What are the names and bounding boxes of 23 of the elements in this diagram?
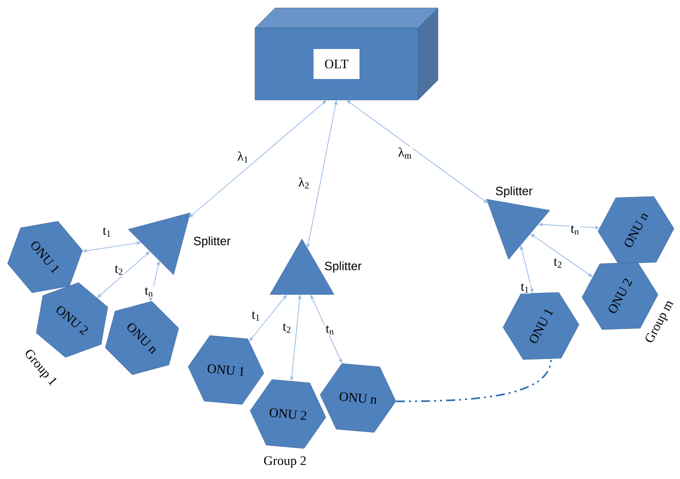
edge-label: t$_{2}$ [552, 257, 564, 269]
edge-label: t$_{1}$ [520, 282, 530, 294]
onu-hexagon: ONU n [320, 363, 396, 433]
edge-label: λ$_{2}$ [297, 176, 311, 190]
edge-label: λ$_{m}$ [397, 146, 413, 160]
edge-label: t$_{n}$ [570, 224, 580, 236]
onu-hexagon: ONU 1 [502, 292, 580, 360]
onu-hexagon: ONU 2 [36, 282, 108, 358]
edge-label: t$_{2}$ [282, 322, 292, 334]
splitter-label: Splitter [194, 236, 230, 248]
onu-hexagon: ONU n [598, 196, 674, 264]
onu-hexagon: ONU 2 [250, 379, 326, 449]
onu-hexagon: ONU 1 [188, 335, 264, 405]
edge-label: t$_{n}$ [324, 324, 336, 336]
edge-label: t$_{2}$ [114, 264, 124, 276]
group-label: Group 2 [264, 456, 306, 468]
server-box: OLT [254, 8, 438, 100]
splitter-label: Splitter [496, 186, 532, 198]
edge-label: t$_{1}$ [102, 226, 112, 238]
edge-label: t$_{n}$ [144, 286, 154, 298]
edge-label: t$_{1}$ [250, 310, 262, 322]
edge-label: λ$_{1}$ [236, 150, 250, 164]
splitter-label: Splitter [324, 261, 362, 273]
